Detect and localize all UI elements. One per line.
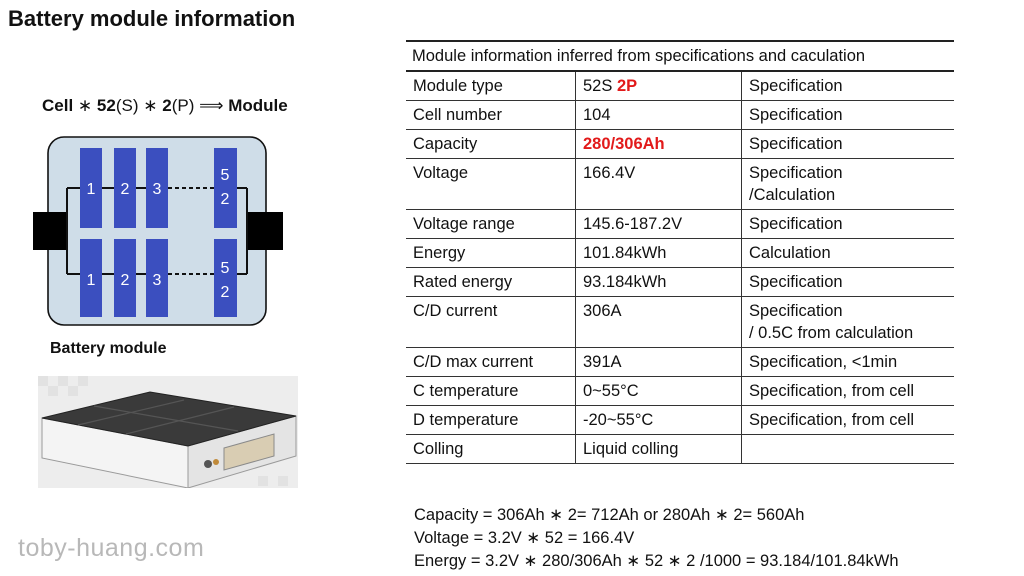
source-line-1: Specification <box>749 302 843 320</box>
table-row: C temperature 0~55°C Specification, from… <box>406 376 954 406</box>
cell-row1-2 <box>114 148 136 228</box>
watermark: toby-huang.com <box>18 534 205 562</box>
module-formula: Cell ∗ 52(S) ∗ 2(P) ⟹ Module <box>42 96 288 116</box>
row-name: Voltage range <box>406 209 576 239</box>
table-header-row: Module information inferred from specifi… <box>406 40 954 72</box>
table-row: Module type 52S 2P Specification <box>406 71 954 101</box>
cell-label-row1-1: 1 <box>87 181 96 198</box>
formula-module: Module <box>228 96 288 115</box>
row-name: Capacity <box>406 129 576 159</box>
row-value: 166.4V <box>575 158 742 210</box>
row-value: -20~55°C <box>575 405 742 435</box>
row-name: Rated energy <box>406 267 576 297</box>
row-source: Calculation <box>741 238 954 268</box>
note-energy: Energy = 3.2V ∗ 280/306Ah ∗ 52 ∗ 2 /1000… <box>414 552 899 570</box>
table-row: Voltage 166.4V Specification/Calculation <box>406 158 954 210</box>
cell-label-row2-52b: 2 <box>221 284 230 301</box>
row-value: 52S 2P <box>575 71 742 101</box>
table-row: Voltage range 145.6-187.2V Specification <box>406 209 954 239</box>
row-source: Specification, from cell <box>741 405 954 435</box>
cell-arrangement-diagram: 1 2 3 5 2 1 2 3 5 2 <box>33 136 283 326</box>
row-source: Specification / 0.5C from calculation <box>741 296 954 348</box>
row-value: Liquid colling <box>575 434 742 464</box>
formula-multiply-2: ∗ <box>143 96 158 115</box>
battery-module-photo <box>38 376 298 488</box>
table-row: C/D max current 391A Specification, <1mi… <box>406 347 954 377</box>
formula-cell: Cell <box>42 96 74 115</box>
row-name: D temperature <box>406 405 576 435</box>
cell-label-row1-52a: 5 <box>221 167 230 184</box>
row-value: 280/306Ah <box>575 129 742 159</box>
battery-module-label: Battery module <box>50 340 167 357</box>
row-source: Specification <box>741 100 954 130</box>
formula-series-count: 52 <box>96 96 116 115</box>
cell-label-row1-52b: 2 <box>221 191 230 208</box>
formula-arrow: ⟹ <box>199 96 224 115</box>
value-highlight: 280/306Ah <box>583 135 665 153</box>
row-name: Cell number <box>406 100 576 130</box>
row-value: 145.6-187.2V <box>575 209 742 239</box>
formula-multiply-1: ∗ <box>77 96 93 115</box>
cell-label-row2-1: 1 <box>87 272 96 289</box>
table-row: D temperature -20~55°C Specification, fr… <box>406 405 954 435</box>
row-name: Voltage <box>406 158 576 210</box>
row-value: 93.184kWh <box>575 267 742 297</box>
cell-row2-3 <box>146 239 168 317</box>
value-text: 52S <box>583 77 613 95</box>
table-row: C/D current 306A Specification / 0.5C fro… <box>406 296 954 348</box>
note-voltage: Voltage = 3.2V ∗ 52 = 166.4V <box>414 529 635 547</box>
row-value: 391A <box>575 347 742 377</box>
table-row: Energy 101.84kWh Calculation <box>406 238 954 268</box>
terminal-left <box>33 212 67 250</box>
table-row: Cell number 104 Specification <box>406 100 954 130</box>
row-name: Colling <box>406 434 576 464</box>
cell-label-row2-2: 2 <box>121 272 130 289</box>
row-source: Specification <box>741 209 954 239</box>
row-name: Module type <box>406 71 576 101</box>
row-source: Specification <box>741 71 954 101</box>
row-source: Specification <box>741 129 954 159</box>
row-value: 104 <box>575 100 742 130</box>
source-line-2: / 0.5C from calculation <box>749 324 914 342</box>
row-value: 306A <box>575 296 742 348</box>
source-line-1: Specification <box>749 164 843 182</box>
cell-label-row2-52a: 5 <box>221 260 230 277</box>
row-name: C/D max current <box>406 347 576 377</box>
table-row: Colling Liquid colling <box>406 434 954 464</box>
row-source <box>741 434 954 464</box>
cell-row1-52 <box>214 148 237 228</box>
cell-row1-3 <box>146 148 168 228</box>
cell-row1-1 <box>80 148 102 228</box>
page-title: Battery module information <box>8 6 296 31</box>
row-name: Energy <box>406 238 576 268</box>
source-line-2: /Calculation <box>749 186 836 204</box>
note-capacity: Capacity = 306Ah ∗ 2= 712Ah or 280Ah ∗ 2… <box>414 506 805 524</box>
value-highlight: 2P <box>616 77 638 95</box>
module-info-table: Module information inferred from specifi… <box>406 40 954 464</box>
row-name: C/D current <box>406 296 576 348</box>
row-source: Specification, <1min <box>741 347 954 377</box>
cell-label-row2-3: 3 <box>153 272 162 289</box>
row-source: Specification/Calculation <box>741 158 954 210</box>
row-source: Specification, from cell <box>741 376 954 406</box>
table-row: Capacity 280/306Ah Specification <box>406 129 954 159</box>
cell-row2-52 <box>214 239 237 317</box>
cell-label-row1-3: 3 <box>153 181 162 198</box>
row-value: 0~55°C <box>575 376 742 406</box>
row-source: Specification <box>741 267 954 297</box>
terminal-right <box>247 212 283 250</box>
table-row: Rated energy 93.184kWh Specification <box>406 267 954 297</box>
formula-series-unit: (S) <box>115 96 139 115</box>
formula-parallel-unit: (P) <box>171 96 195 115</box>
table-header: Module information inferred from specifi… <box>406 40 954 72</box>
cell-label-row1-2: 2 <box>121 181 130 198</box>
row-value: 101.84kWh <box>575 238 742 268</box>
calculation-notes: Capacity = 306Ah ∗ 2= 712Ah or 280Ah ∗ 2… <box>414 504 899 573</box>
formula-parallel-count: 2 <box>162 96 172 115</box>
cell-row2-2 <box>114 239 136 317</box>
cell-row2-1 <box>80 239 102 317</box>
row-name: C temperature <box>406 376 576 406</box>
